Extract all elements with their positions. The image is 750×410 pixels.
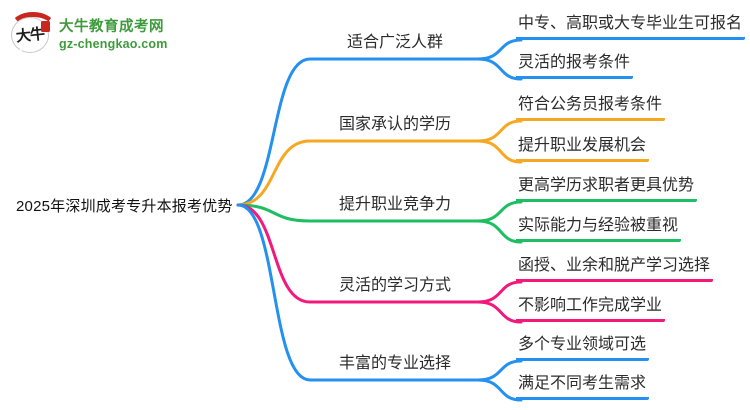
connector-branch-1 — [236, 139, 482, 207]
site-logo: 大牛 大牛教育成考网 gz-chengkao.com — [10, 12, 168, 59]
connector-branch-3 — [236, 203, 482, 304]
connector-leaf-1-1 — [476, 139, 523, 164]
connector-leaf-3-1 — [476, 300, 523, 324]
leaf-node-3-1: 不影响工作完成学业 — [516, 294, 666, 322]
leaf-node-3-0: 函授、业余和脱产学习选择 — [516, 254, 714, 282]
root-topic: 2025年深圳成考专升本报考优势 — [16, 198, 233, 215]
connector-leaf-4-0 — [476, 359, 523, 382]
leaf-node-1-1: 提升职业发展机会 — [516, 134, 650, 162]
leaf-node-4-0: 多个专业领域可选 — [516, 333, 650, 361]
logo-bubble-icon: 大牛 — [10, 12, 56, 59]
connector-leaf-0-0 — [476, 38, 523, 61]
logo-domain: gz-chengkao.com — [59, 36, 168, 51]
logo-title: 大牛教育成考网 — [59, 18, 164, 35]
connector-leaf-3-0 — [476, 280, 523, 304]
connector-leaf-1-0 — [476, 119, 523, 143]
logo-seal-icon — [41, 21, 50, 32]
connector-branch-2 — [236, 203, 482, 223]
logo-text-block: 大牛教育成考网 gz-chengkao.com — [59, 19, 168, 51]
branch-node-4: 丰富的专业选择 — [338, 355, 451, 372]
connector-leaf-2-0 — [476, 200, 523, 223]
connector-branch-0 — [236, 57, 482, 207]
connector-branch-4 — [236, 203, 482, 382]
connector-leaf-4-1 — [476, 378, 523, 402]
leaf-node-2-0: 更高学历求职者更具优势 — [516, 174, 698, 202]
connector-leaf-0-1 — [476, 57, 523, 81]
logo-red-arc — [10, 12, 56, 43]
branch-node-2: 提升职业竞争力 — [338, 196, 451, 213]
leaf-node-2-1: 实际能力与经验被重视 — [516, 214, 682, 242]
leaf-node-0-0: 中专、高职或大专毕业生可报名 — [516, 12, 746, 40]
branch-node-0: 适合广泛人群 — [346, 34, 443, 51]
branch-node-3: 灵活的学习方式 — [338, 277, 451, 294]
leaf-node-1-0: 符合公务员报考条件 — [516, 93, 666, 121]
leaf-node-4-1: 满足不同考生需求 — [516, 372, 650, 400]
leaf-node-0-1: 灵活的报考条件 — [516, 51, 634, 79]
connector-leaf-2-1 — [476, 219, 523, 244]
branch-node-1: 国家承认的学历 — [338, 116, 451, 133]
